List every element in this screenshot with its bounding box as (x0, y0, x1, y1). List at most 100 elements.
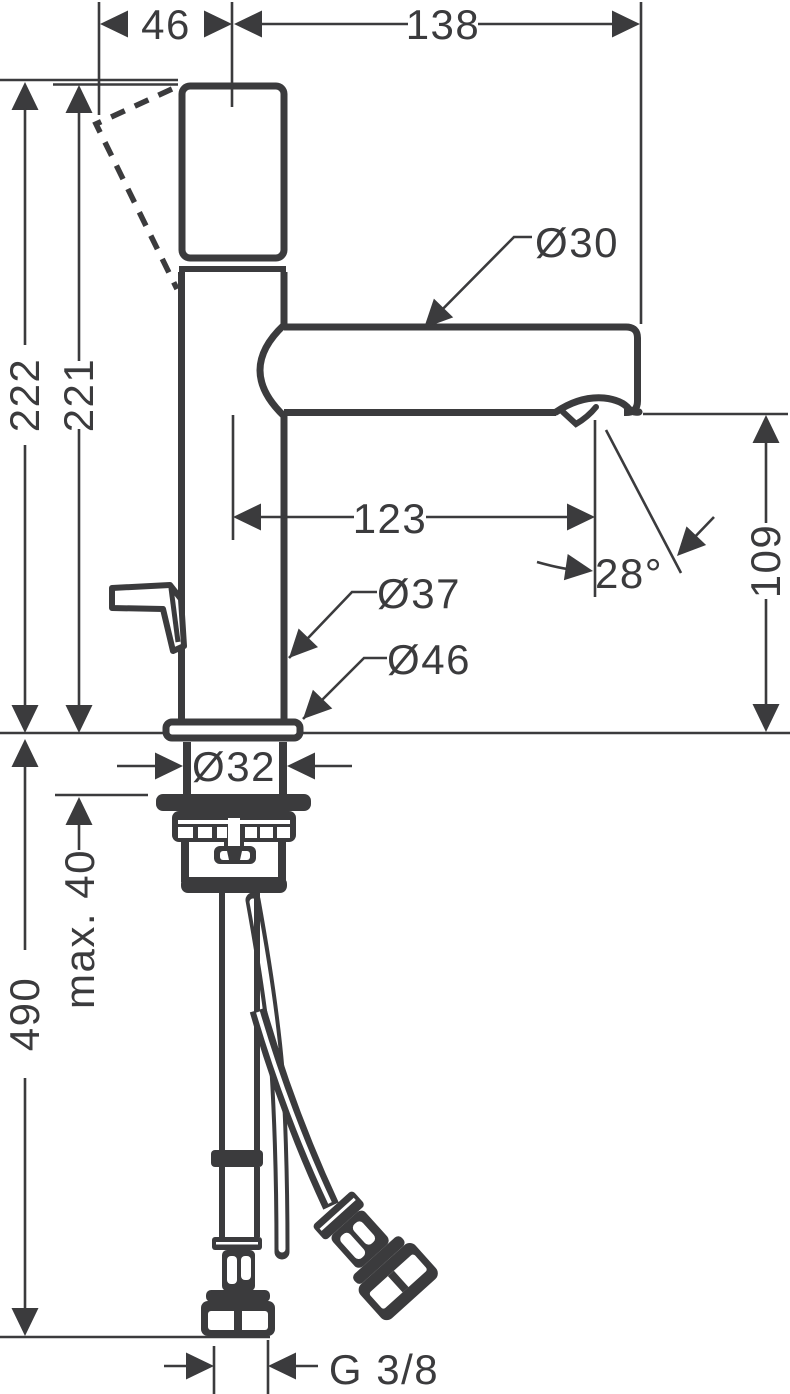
arrowhead (65, 705, 93, 733)
stream-angle-line (604, 429, 683, 574)
arrowhead (155, 752, 183, 780)
dim-max40-label: max. 40 (56, 849, 103, 1009)
connector-nut-divider (234, 1311, 242, 1330)
dim-d37-label: Ø37 (377, 570, 461, 617)
dim-28-label: 28° (595, 550, 663, 597)
arrowhead (65, 85, 93, 113)
dim-138-label: 138 (406, 1, 481, 48)
connector-flange (353, 1236, 405, 1284)
arrowhead (289, 628, 318, 658)
fixing-screw-tip (227, 851, 242, 860)
arrowhead (424, 298, 454, 328)
leader-line (288, 590, 377, 659)
connector-window (340, 1232, 366, 1260)
faucet-body (109, 82, 643, 722)
hose-connector-angled (313, 1191, 438, 1321)
arrowhead (11, 739, 39, 767)
arrowhead (677, 526, 707, 556)
dim-d32-label: Ø32 (192, 743, 276, 790)
arrowhead (567, 503, 595, 531)
housing-wall-right (278, 842, 286, 882)
supply-hoses (201, 892, 438, 1336)
dimension-max40: max. 40 (55, 793, 148, 1009)
connector-nut-divider (387, 1270, 409, 1293)
handle-swing-dashed-outline (92, 86, 180, 291)
dimension-46: 46 (97, 1, 234, 115)
nut-slot (178, 827, 193, 838)
dimension-109: 109 (643, 412, 789, 732)
dim-d30-label: Ø30 (535, 219, 619, 266)
arrowhead (268, 1352, 296, 1380)
nut-slot (245, 827, 257, 838)
arrowhead (234, 10, 262, 38)
arrowhead (11, 82, 39, 110)
dimension-123: 123 (231, 415, 597, 597)
nut-slot (217, 827, 227, 838)
nut-slot (260, 827, 273, 838)
connector-flange (206, 1290, 270, 1302)
arrowhead (287, 752, 315, 780)
side-lever (109, 582, 187, 654)
connector-body (331, 1210, 389, 1268)
shank-wall-left (183, 742, 191, 795)
escutcheon-plate (162, 718, 304, 742)
arrowhead (752, 415, 780, 443)
hose-collar (211, 1150, 263, 1167)
connector-window (352, 1221, 376, 1245)
label-diameter-37: Ø37 (288, 570, 461, 659)
washer (156, 794, 311, 811)
dim-222-label: 222 (1, 358, 48, 433)
aerator-upper-curve (552, 394, 643, 416)
spout-back-cap-curve (256, 322, 287, 419)
connector-ferrule-line (319, 1197, 356, 1231)
leader-line (302, 656, 387, 720)
dim-490-label: 490 (1, 977, 48, 1052)
screw-wall (240, 840, 244, 849)
mounting-hardware (156, 718, 311, 893)
aerator-lip (560, 404, 599, 428)
label-diameter-30: Ø30 (423, 219, 619, 329)
connector-ferrule-line (216, 1242, 258, 1245)
label-diameter-46: Ø46 (302, 636, 471, 720)
dimension-490: 490 (1, 739, 48, 1336)
nut-slot (198, 827, 212, 838)
dimension-138: 138 (234, 1, 643, 324)
dimension-32: Ø32 (117, 743, 352, 790)
arrowhead (303, 689, 333, 719)
arrowhead (563, 554, 593, 581)
hose-wall (219, 893, 225, 1151)
angled-hose-inner (256, 1011, 332, 1204)
arrowhead (233, 503, 261, 531)
fixing-screw-channel (228, 818, 240, 842)
shank-wall-right (279, 742, 287, 795)
arrowhead (65, 797, 93, 825)
arrowhead (752, 704, 780, 732)
handle-top (178, 82, 288, 262)
dimension-221: 221 (55, 85, 102, 733)
side-lever-inner-edge (168, 587, 181, 643)
arrowhead (11, 1308, 39, 1336)
dimension-28deg: 28° (536, 429, 715, 597)
arrowhead (186, 1352, 214, 1380)
arrowhead (612, 10, 640, 38)
housing-wall-left (181, 842, 189, 882)
hose-wall (219, 1167, 225, 1237)
hose-connector-straight (201, 1237, 275, 1336)
arrowhead (100, 10, 128, 38)
nut-slot (277, 827, 290, 838)
dim-d46-label: Ø46 (387, 636, 471, 683)
housing-bottom (181, 877, 287, 893)
dim-109-label: 109 (742, 524, 789, 599)
connector-window (227, 1256, 237, 1284)
spout-fill (286, 330, 632, 409)
dimension-g38: G 3/8 (164, 1340, 439, 1394)
screw-wall (224, 840, 228, 849)
arrowhead (11, 705, 39, 733)
dim-221-label: 221 (55, 358, 102, 433)
leader-line (423, 235, 532, 329)
dim-46-label: 46 (141, 1, 191, 48)
dim-g38-label: G 3/8 (329, 1346, 439, 1393)
dimension-222: 222 (1, 82, 48, 733)
